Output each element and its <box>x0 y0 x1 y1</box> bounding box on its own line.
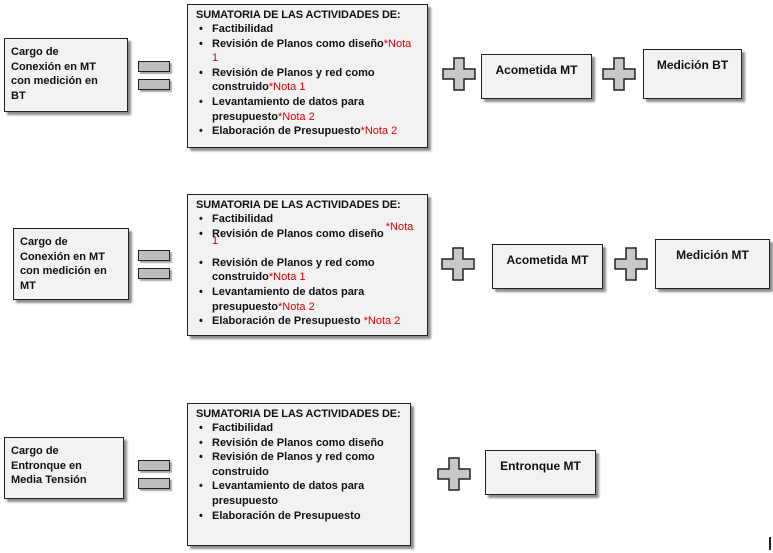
activity-item: Revisión de Planos y red como construido*… <box>199 256 419 285</box>
activity-text: Revisión de Planos como diseño <box>212 37 384 50</box>
activity-text: Revisión de Planos y red como <box>212 256 375 269</box>
activity-text: presupuesto <box>212 300 279 313</box>
activity-text: Revisión de Planos y red como <box>212 451 375 464</box>
activity-text: Factibilidad <box>212 422 274 434</box>
activity-item: Levantamiento de datos para presupuesto*N… <box>199 95 419 124</box>
activity-text: presupuesto <box>212 110 279 123</box>
note-ref: *Nota 2 <box>278 300 315 313</box>
result-label: Entronque MT <box>500 459 581 473</box>
activity-text: Levantamiento de datos para <box>212 285 365 298</box>
result-label: Acometida MT <box>495 63 578 77</box>
charge-label-line: Conexión en MT <box>11 60 96 73</box>
note-ref: *Nota 2 <box>360 125 398 138</box>
result-box: Entronque MT <box>485 450 596 495</box>
activity-item: Elaboración de Presupuesto*Nota 2 <box>199 124 419 139</box>
charge-label-line: MT <box>20 279 36 292</box>
result-box: Medición BT <box>643 49 742 99</box>
activity-item: Factibilidad <box>199 421 402 436</box>
activities-box-1: SUMATORIA DE LAS ACTIVIDADES DE: Factibi… <box>187 4 428 148</box>
result-box: Acometida MT <box>492 244 603 289</box>
plus-icon <box>442 57 476 91</box>
plus-icon <box>437 457 471 491</box>
activity-item: Revisión de Planos como diseño <box>199 436 402 451</box>
activity-text: presupuesto <box>212 494 279 507</box>
charge-label-line: Conexión en MT <box>20 250 105 263</box>
activities-box-3: SUMATORIA DE LAS ACTIVIDADES DE: Factibi… <box>187 403 411 546</box>
activity-text: Factibilidad <box>212 213 274 225</box>
charge-label-line: con medición en <box>11 75 98 87</box>
activity-text: Factibilidad <box>212 23 274 35</box>
equals-icon <box>138 460 170 490</box>
note-ref: *Nota 2 <box>363 315 401 328</box>
activity-text: construido <box>212 271 269 284</box>
activity-item: Factibilidad <box>199 22 419 37</box>
charge-label-line: Cargo de <box>11 445 59 457</box>
equals-icon <box>138 250 170 280</box>
activities-box-2: SUMATORIA DE LAS ACTIVIDADES DE: Factibi… <box>187 194 428 336</box>
activity-item: Levantamiento de datos para presupuesto*N… <box>199 285 419 314</box>
note-ref: *Nota 1 <box>212 37 412 65</box>
activity-text: Elaboración de Presupuesto <box>212 125 361 138</box>
activity-text: Levantamiento de datos para <box>212 480 365 493</box>
activity-item: Elaboración de Presupuesto *Nota 2 <box>199 314 419 329</box>
charge-box-2: Cargo de Conexión en MT con medición en … <box>13 228 129 300</box>
result-label: Acometida MT <box>506 253 589 267</box>
activity-text: construido <box>212 81 269 94</box>
activity-item: Elaboración de Presupuesto <box>199 509 402 524</box>
note-ref: *Nota 1 <box>268 271 306 284</box>
charge-box-3: Cargo de Entronque en Media Tensión <box>4 437 124 499</box>
charge-label-line: Cargo de <box>20 236 68 248</box>
activity-text: Elaboración de Presupuesto <box>212 509 361 522</box>
activity-text: Revisión de Planos y red como <box>212 66 375 79</box>
charge-box-1: Cargo de Conexión en MT con medición en … <box>4 38 128 112</box>
activity-item: Revisión de Planos como diseño*Nota 1 <box>199 221 419 256</box>
activities-title: SUMATORIA DE LAS ACTIVIDADES DE: <box>196 199 401 211</box>
charge-label-line: Entronque en <box>11 459 82 472</box>
result-box: Acometida MT <box>481 54 592 99</box>
note-ref: *Nota 1 <box>268 81 306 94</box>
activity-item: Revisión de Planos y red como construido*… <box>199 66 419 95</box>
result-label: Medición BT <box>656 58 729 72</box>
activity-text: Levantamiento de datos para <box>212 95 365 108</box>
plus-icon <box>614 247 648 281</box>
activity-text: construido <box>212 465 269 478</box>
plus-icon <box>441 247 475 281</box>
charge-label-line: con medición en <box>20 265 107 277</box>
note-ref: *Nota 1 <box>212 220 414 248</box>
activities-title: SUMATORIA DE LAS ACTIVIDADES DE: <box>196 408 401 420</box>
activity-item: Revisión de Planos como diseño*Nota 1 <box>199 37 419 66</box>
activity-item: Factibilidad <box>199 212 419 227</box>
edge-mark <box>769 537 771 550</box>
activities-title: SUMATORIA DE LAS ACTIVIDADES DE: <box>196 9 401 21</box>
charge-label-line: Media Tensión <box>11 474 87 486</box>
charge-label-line: BT <box>11 89 26 102</box>
equals-icon <box>138 61 170 91</box>
activity-text: Revisión de Planos como diseño <box>212 227 384 240</box>
result-label: Medición MT <box>676 248 749 262</box>
plus-icon <box>602 57 636 91</box>
result-box: Medición MT <box>655 239 770 289</box>
activity-text: Elaboración de Presupuesto <box>212 315 361 328</box>
charge-label-line: Cargo de <box>11 46 59 58</box>
activity-text: Revisión de Planos como diseño <box>212 436 384 449</box>
note-ref: *Nota 2 <box>278 110 315 123</box>
